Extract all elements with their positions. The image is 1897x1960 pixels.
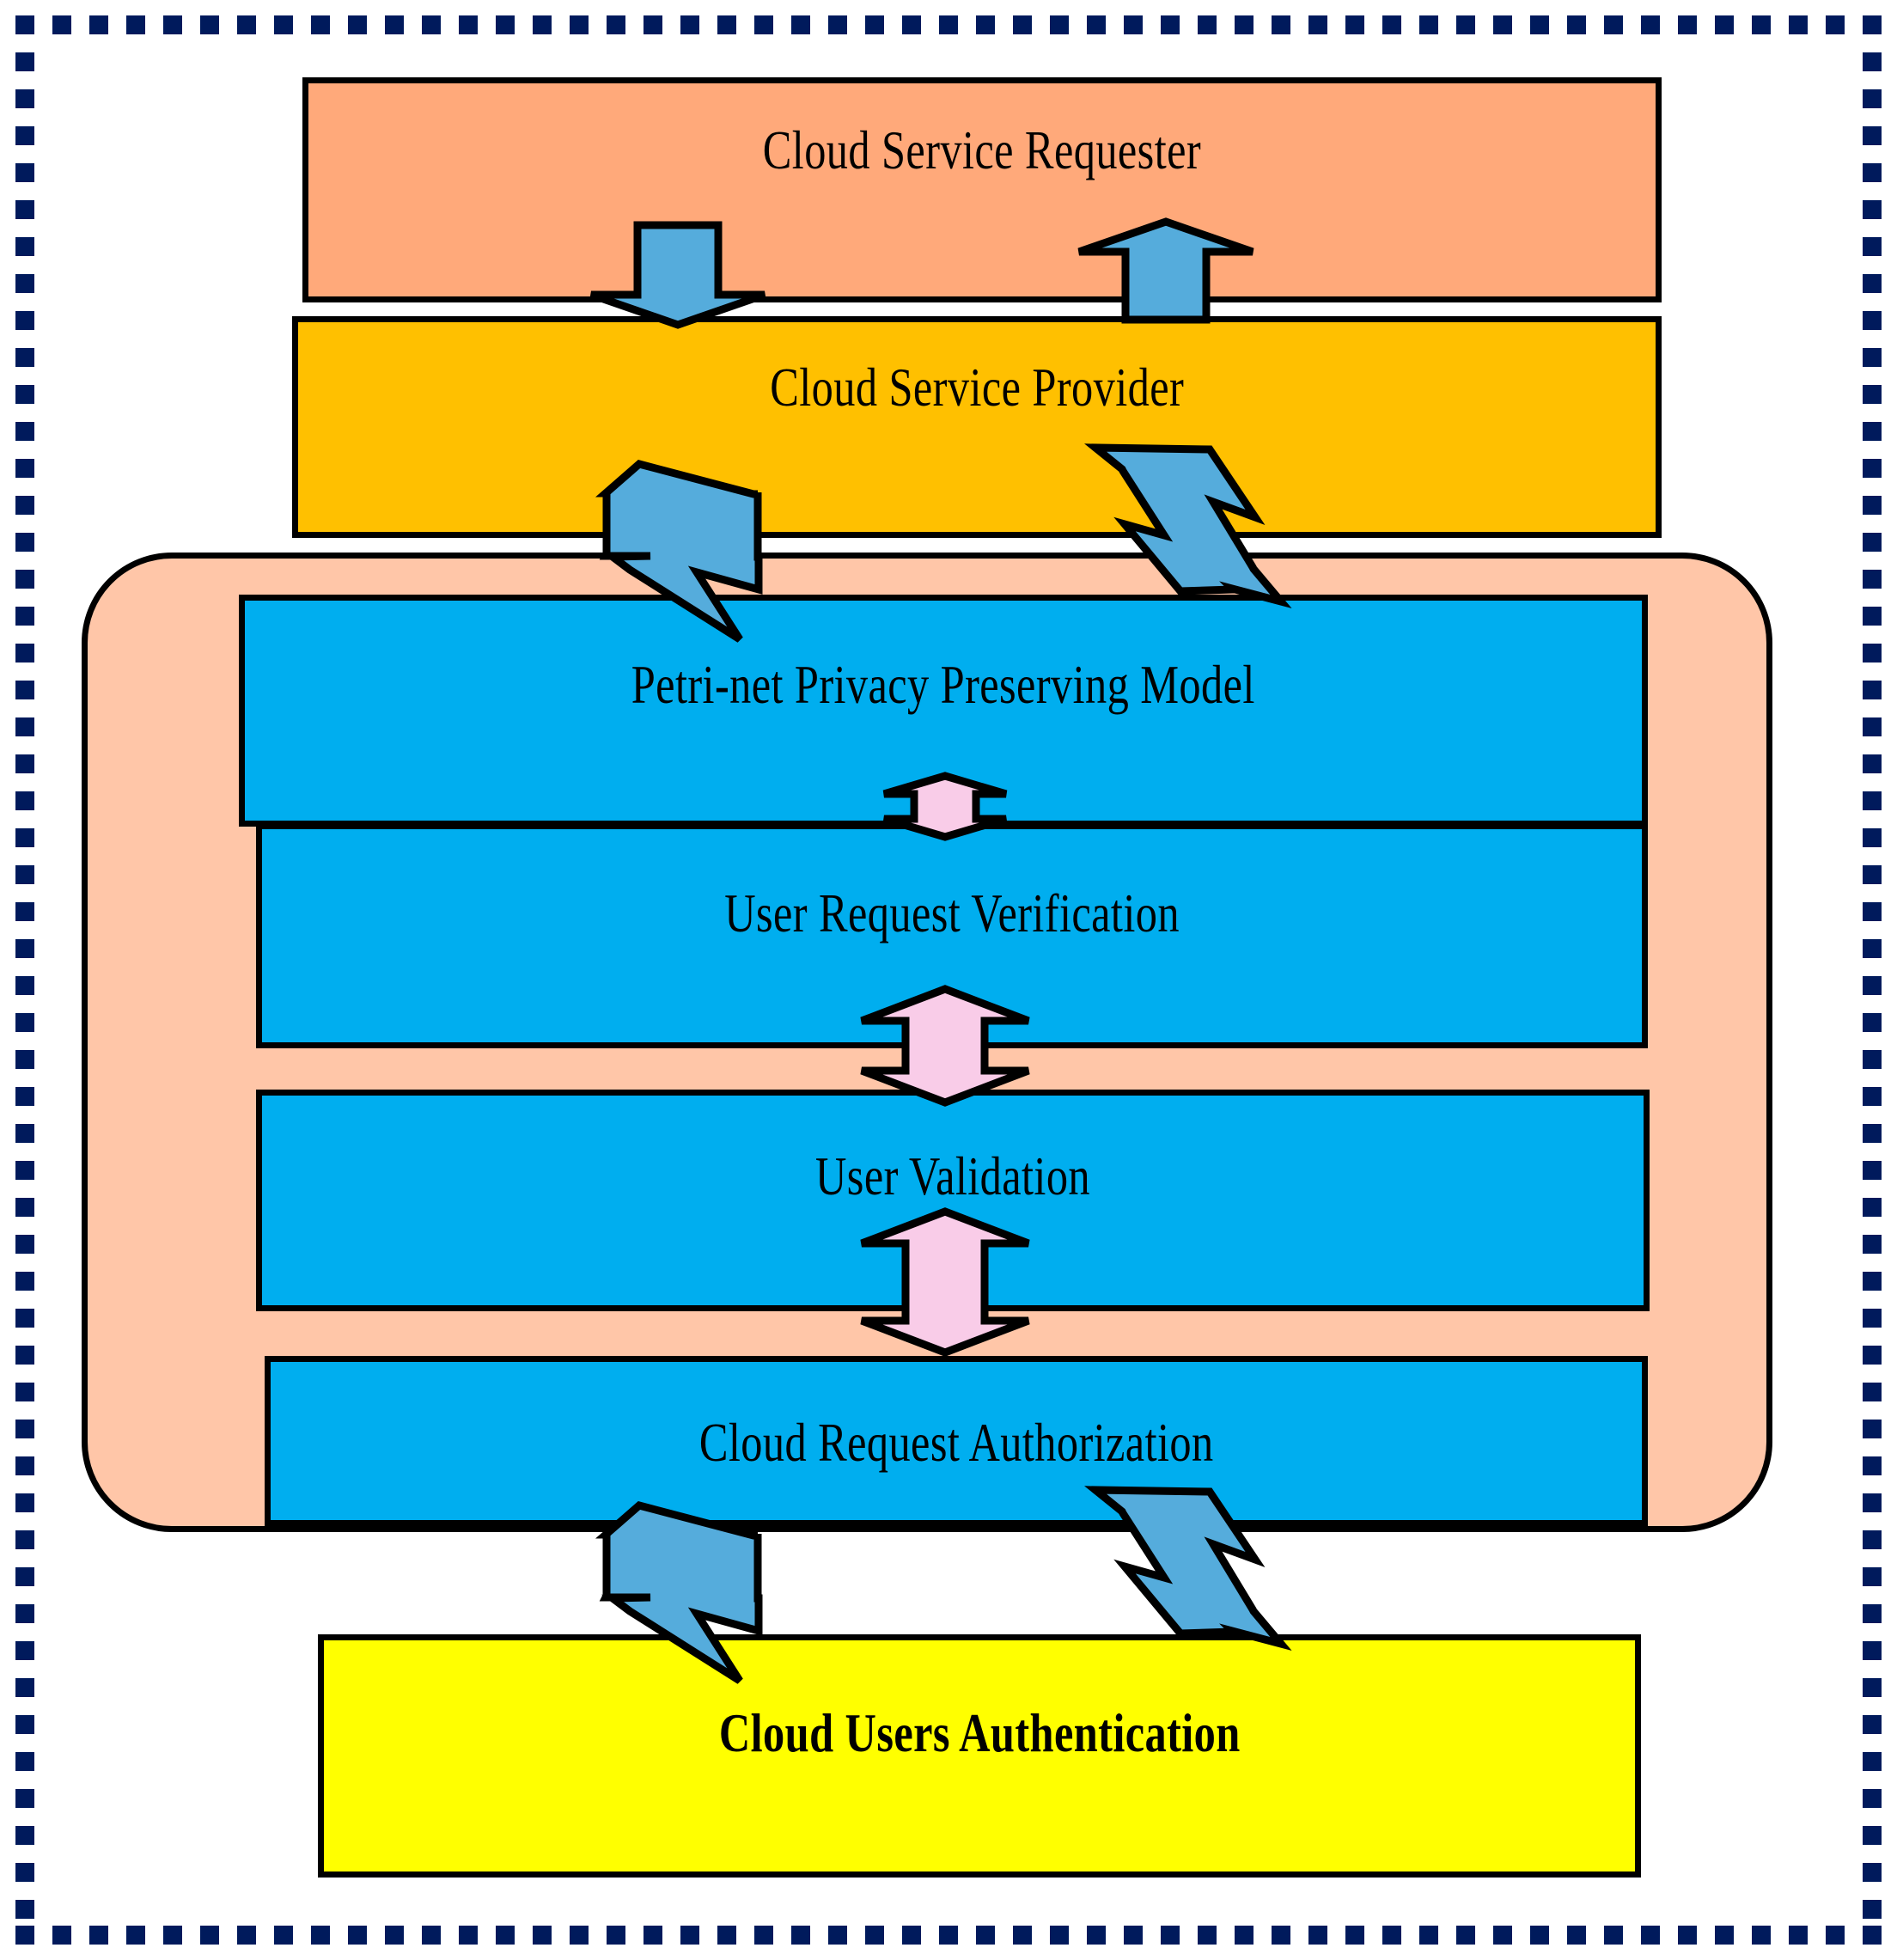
petri-net-privacy-preserving-model-box[interactable]: Petri-net Privacy Preserving Model (239, 595, 1648, 827)
cloud-users-authentication-box[interactable]: Cloud Users Authentication (318, 1634, 1641, 1878)
petri-net-privacy-preserving-model-label: Petri-net Privacy Preserving Model (631, 655, 1256, 715)
frame-bottom-edge (15, 1926, 1882, 1945)
cloud-request-authorization-box[interactable]: Cloud Request Authorization (265, 1356, 1648, 1526)
cloud-service-requester-box[interactable]: Cloud Service Requester (302, 77, 1662, 302)
user-validation-box[interactable]: User Validation (256, 1090, 1650, 1311)
cloud-service-provider-box[interactable]: Cloud Service Provider (292, 316, 1662, 538)
cloud-service-provider-label: Cloud Service Provider (770, 357, 1184, 418)
cloud-users-authentication-label: Cloud Users Authentication (718, 1703, 1241, 1763)
user-validation-label: User Validation (814, 1146, 1091, 1206)
user-request-verification-label: User Request Verification (724, 883, 1180, 943)
cloud-request-authorization-label: Cloud Request Authorization (698, 1413, 1214, 1473)
frame-top-edge (15, 15, 1882, 34)
frame-left-edge (15, 15, 34, 1945)
cloud-service-requester-label: Cloud Service Requester (762, 120, 1202, 180)
user-request-verification-box[interactable]: User Request Verification (256, 823, 1648, 1048)
frame-right-edge (1863, 15, 1882, 1945)
